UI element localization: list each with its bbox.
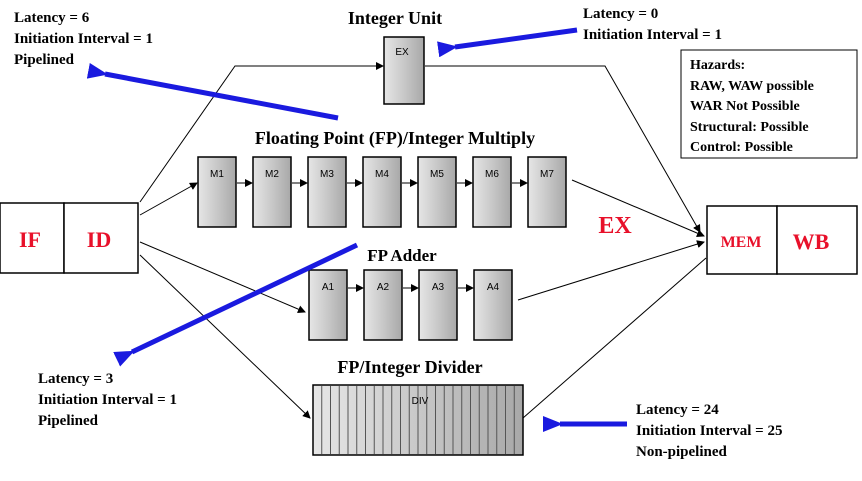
hazards-title: Hazards: xyxy=(690,58,745,73)
arrow-to-adder-note xyxy=(113,242,359,367)
svg-text:Pipelined: Pipelined xyxy=(38,413,99,429)
stage-m2-label: M2 xyxy=(265,169,279,180)
line-id-to-a1 xyxy=(139,241,306,313)
stage-m7: M7 xyxy=(527,156,567,228)
fp-multiply-title: Floating Point (FP)/Integer Multiply xyxy=(255,128,535,149)
wb-label: WB xyxy=(793,229,830,254)
stage-a2: A2 xyxy=(363,269,403,341)
adder-note: Latency = 3 Initiation Interval = 1 Pipe… xyxy=(38,371,177,429)
stage-m5: M5 xyxy=(417,156,457,228)
if-label: IF xyxy=(19,227,41,252)
div-stage-label: DIV xyxy=(412,396,429,407)
svg-text:Non-pipelined: Non-pipelined xyxy=(636,444,728,460)
stage-a4-label: A4 xyxy=(487,282,500,293)
stage-m7-label: M7 xyxy=(540,169,554,180)
svg-text:Pipelined: Pipelined xyxy=(14,52,75,68)
stage-a2-label: A2 xyxy=(377,282,390,293)
svg-text:Initiation Interval = 1: Initiation Interval = 1 xyxy=(38,392,177,408)
stage-m6-label: M6 xyxy=(485,169,499,180)
svg-text:Initiation Interval = 1: Initiation Interval = 1 xyxy=(583,27,722,43)
line-integer-to-mem xyxy=(425,65,701,233)
stage-m4-label: M4 xyxy=(375,169,389,180)
multiply-note: Latency = 6 Initiation Interval = 1 Pipe… xyxy=(14,10,153,68)
id-label: ID xyxy=(87,227,111,252)
stage-m3-label: M3 xyxy=(320,169,334,180)
stage-m1: M1 xyxy=(197,156,237,228)
back-end-block: MEM WB xyxy=(706,205,858,275)
line-div-to-mem xyxy=(522,257,707,419)
hazard-line-1: RAW, WAW possible xyxy=(690,79,814,94)
front-end-block: IF ID xyxy=(0,202,139,274)
arrow-to-integer-note xyxy=(437,27,578,58)
stage-a3: A3 xyxy=(418,269,458,341)
line-id-to-m1 xyxy=(139,182,198,216)
line-a4-to-mem xyxy=(517,240,705,301)
svg-text:Initiation Interval = 25: Initiation Interval = 25 xyxy=(636,423,782,439)
line-id-to-div xyxy=(139,254,311,419)
stage-a4: A4 xyxy=(473,269,513,341)
divider-title: FP/Integer Divider xyxy=(337,357,482,377)
line-id-to-integer xyxy=(139,62,384,203)
mem-label: MEM xyxy=(721,234,762,251)
svg-text:Latency = 0: Latency = 0 xyxy=(583,6,658,22)
stage-m2: M2 xyxy=(252,156,292,228)
stage-m1-label: M1 xyxy=(210,169,224,180)
arrow-to-multiply-note xyxy=(86,62,339,121)
stage-m6: M6 xyxy=(472,156,512,228)
integer-unit-title: Integer Unit xyxy=(348,8,442,28)
svg-text:Latency = 3: Latency = 3 xyxy=(38,371,113,387)
svg-text:EX: EX xyxy=(395,47,409,58)
stage-a1: A1 xyxy=(308,269,348,341)
stage-m5-label: M5 xyxy=(430,169,444,180)
svg-text:Latency = 24: Latency = 24 xyxy=(636,402,719,418)
hazards-box: Hazards: RAW, WAW possible WAR Not Possi… xyxy=(680,49,858,159)
svg-text:Initiation Interval = 1: Initiation Interval = 1 xyxy=(14,31,153,47)
integer-ex-stage: EX xyxy=(383,36,425,105)
stage-a1-label: A1 xyxy=(322,282,335,293)
connector-lines xyxy=(139,62,707,419)
line-m7-to-mem xyxy=(571,179,705,237)
ex-label: EX xyxy=(598,213,632,239)
divider-stage: DIV xyxy=(312,384,524,456)
hazard-line-2: WAR Not Possible xyxy=(690,99,800,114)
fp-adder-title: FP Adder xyxy=(367,246,437,265)
hazard-line-4: Control: Possible xyxy=(690,140,793,155)
stage-m3: M3 xyxy=(307,156,347,228)
divider-note: Latency = 24 Initiation Interval = 25 No… xyxy=(636,402,782,460)
fp-adder-stages: A1 A2 A3 A4 xyxy=(308,269,513,341)
callout-arrows xyxy=(86,27,627,432)
integer-note: Latency = 0 Initiation Interval = 1 xyxy=(583,6,722,43)
fp-multiply-stages: M1 M2 M3 M4 M5 M6 M7 xyxy=(197,156,567,228)
stage-a3-label: A3 xyxy=(432,282,445,293)
svg-text:Latency = 6: Latency = 6 xyxy=(14,10,90,26)
stage-m4: M4 xyxy=(362,156,402,228)
hazard-line-3: Structural: Possible xyxy=(690,120,809,135)
